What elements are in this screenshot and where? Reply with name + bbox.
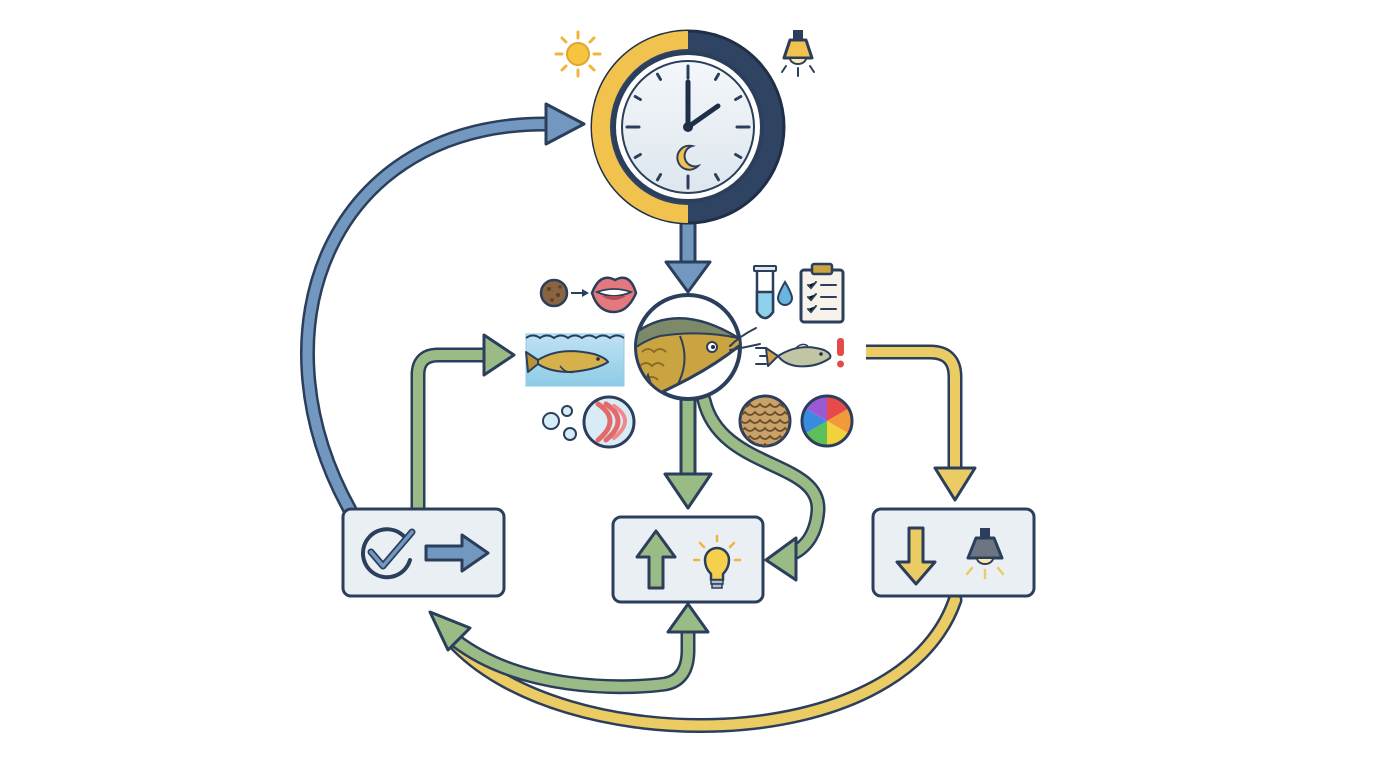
connector-continue-to-aquarium bbox=[410, 333, 516, 510]
connector-fish-curve-to-increase-light bbox=[696, 392, 826, 582]
test-tube-icon bbox=[753, 265, 777, 320]
moon-icon bbox=[676, 144, 702, 171]
mouth-icon bbox=[590, 276, 638, 314]
color-wheel-icon bbox=[800, 394, 854, 448]
box-increase-light bbox=[611, 515, 765, 604]
clock-ticks bbox=[625, 64, 751, 190]
food-pellet-icon bbox=[539, 278, 569, 308]
feeding-arrow-icon bbox=[571, 289, 589, 297]
clock-hour-hand bbox=[685, 103, 721, 130]
day-night-clock bbox=[590, 29, 786, 225]
up-arrow-icon bbox=[635, 529, 677, 590]
dim-lamp-icon bbox=[965, 528, 1005, 580]
connector-clock-to-fish bbox=[664, 221, 712, 294]
scales-pattern-icon bbox=[738, 394, 792, 448]
connector-continue-to-increase-light bbox=[428, 602, 710, 695]
darting-fish-icon bbox=[755, 343, 832, 368]
right-arrow-icon bbox=[424, 533, 490, 573]
bubbles-icon bbox=[542, 405, 577, 441]
gills-icon bbox=[582, 395, 636, 449]
connector-continue-to-clock bbox=[300, 102, 586, 518]
box-continue bbox=[341, 507, 506, 598]
arowana-fish-circle bbox=[634, 293, 761, 401]
clipboard-checklist-icon bbox=[799, 262, 845, 324]
exclamation-icon bbox=[837, 338, 844, 368]
sun-icon bbox=[554, 30, 602, 78]
lightbulb-icon bbox=[692, 534, 742, 589]
ceiling-lamp-icon bbox=[781, 30, 815, 77]
connector-dim-light-to-continue bbox=[444, 592, 963, 734]
connector-stress-to-dim-light bbox=[866, 344, 977, 502]
aquarium-fish-icon bbox=[525, 333, 625, 387]
water-drop-icon bbox=[776, 280, 794, 306]
check-circle-icon bbox=[360, 527, 416, 580]
down-arrow-icon bbox=[895, 526, 937, 586]
box-dim-light bbox=[871, 507, 1036, 598]
